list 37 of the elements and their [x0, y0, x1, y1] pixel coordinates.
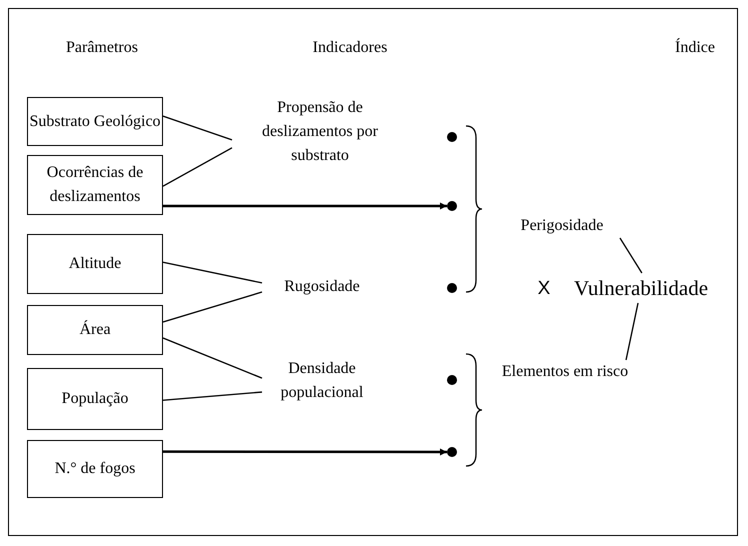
- connector-line: [625, 302, 639, 360]
- indicator-label: Rugosidade: [262, 275, 382, 299]
- indicator-label: Propensão de deslizamentos por substrato: [232, 96, 408, 168]
- index-label: Elementos em risco: [495, 360, 635, 408]
- index-title: Vulnerabilidade: [574, 273, 748, 303]
- connector-line: [162, 291, 262, 323]
- parameter-box: [27, 234, 163, 294]
- bullet-dot: [447, 447, 457, 457]
- arrow: [163, 202, 447, 210]
- bullet-dot: [447, 132, 457, 142]
- index-label: Perigosidade: [497, 214, 627, 238]
- parameter-label: População: [62, 389, 128, 409]
- column-header: Índice: [674, 37, 716, 58]
- connector-line: [162, 262, 262, 284]
- parameter-box: [27, 97, 163, 146]
- parameter-box: [27, 305, 163, 355]
- parameter-label: Área: [79, 319, 111, 340]
- connector-line: [162, 147, 232, 187]
- connector-line: [162, 391, 262, 401]
- parameter-box: [27, 155, 163, 215]
- parameter-label: Altitude: [68, 254, 122, 274]
- bullet-dot: [447, 201, 457, 211]
- parameter-label: Ocorrências de deslizamentos: [46, 163, 144, 207]
- multiplication-sign: X: [536, 277, 552, 301]
- column-header: Parâmetros: [65, 38, 139, 58]
- connector-line: [162, 337, 262, 379]
- parameter-label: Substrato Geológico: [29, 112, 161, 132]
- indicator-label: Densidade populacional: [262, 357, 382, 405]
- arrow: [163, 448, 447, 456]
- connector-line: [162, 116, 232, 141]
- bullet-dot: [447, 375, 457, 385]
- column-header: Indicadores: [312, 38, 388, 58]
- bullet-dot: [447, 283, 457, 293]
- parameter-label: N.° de fogos: [54, 459, 136, 479]
- connector-line: [619, 238, 642, 274]
- parameter-box: [27, 440, 163, 498]
- parameter-box: [27, 368, 163, 430]
